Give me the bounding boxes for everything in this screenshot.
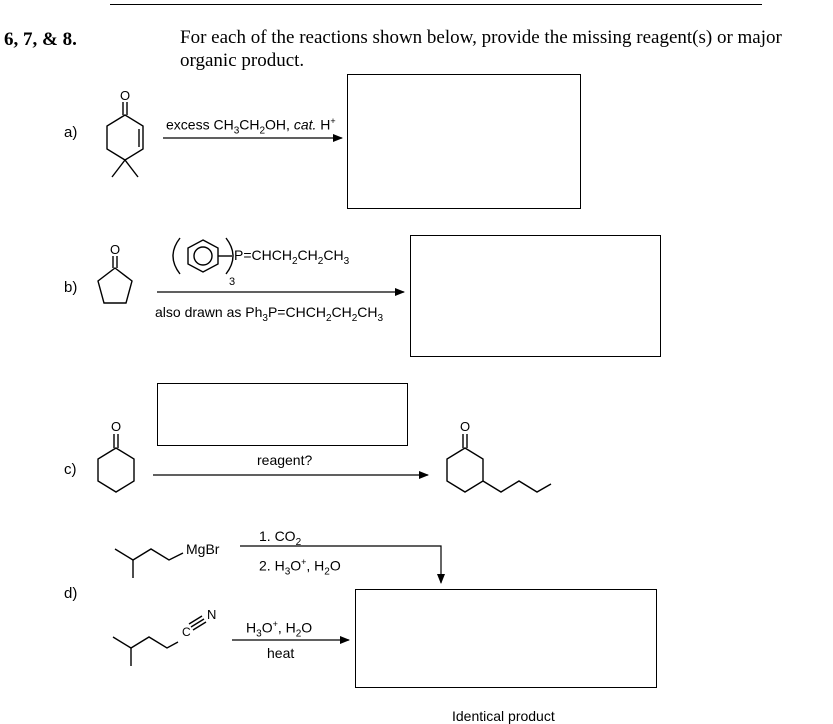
nitrile-carbon: C: [182, 625, 191, 639]
molecule-c-product: [446, 434, 552, 493]
answer-box-a[interactable]: [347, 74, 581, 209]
oxygen-c-product: O: [460, 419, 470, 434]
molecule-a-enone: [106, 102, 144, 178]
instructions: For each of the reactions shown below, p…: [180, 26, 782, 72]
phenyl-count: 3: [229, 276, 235, 288]
instruction-line-1: For each of the reactions shown below, p…: [180, 27, 782, 48]
identical-product-note: Identical product: [452, 708, 555, 724]
heat-label: heat: [267, 645, 295, 661]
condition-c: reagent?: [257, 452, 313, 468]
question-numbers: 6, 7, & 8.: [4, 29, 77, 50]
hydrolysis-condition: H3O+, H2O: [246, 619, 313, 640]
ylide-alt-formula: also drawn as Ph3P=CHCH2CH2CH3: [155, 304, 384, 324]
oxygen-a: O: [120, 88, 130, 103]
answer-box-b[interactable]: [410, 235, 661, 357]
condition-a: excess CH3CH2OH, cat. H+: [166, 116, 336, 137]
step-2-hydrolysis: 2. H3O+, H2O: [259, 557, 341, 578]
oxygen-b: O: [110, 242, 120, 257]
molecule-b-cyclopentanone: [97, 256, 133, 304]
answer-box-c-reagent[interactable]: [157, 383, 408, 446]
grignard-mgbr: MgBr: [186, 541, 220, 557]
step-1-co2: 1. CO2: [259, 528, 302, 548]
molecule-c-cyclohexanone: [97, 434, 135, 493]
nitrile-nitrogen: N: [207, 607, 217, 622]
answer-box-d[interactable]: [355, 589, 657, 688]
part-c-label: c): [64, 461, 77, 478]
oxygen-c: O: [111, 419, 121, 434]
arrow-d-top: [240, 545, 445, 584]
ylide-formula: P=CHCH2CH2CH3: [234, 247, 350, 267]
molecule-d-grignard: [114, 548, 184, 578]
part-a-label: a): [64, 124, 78, 141]
instruction-line-2: organic product.: [180, 50, 305, 71]
part-d-label: d): [64, 585, 78, 602]
top-rule: [110, 4, 762, 5]
part-b-label: b): [64, 279, 78, 296]
molecule-d-nitrile: [112, 615, 207, 666]
phenyl-group-b: [172, 237, 234, 275]
